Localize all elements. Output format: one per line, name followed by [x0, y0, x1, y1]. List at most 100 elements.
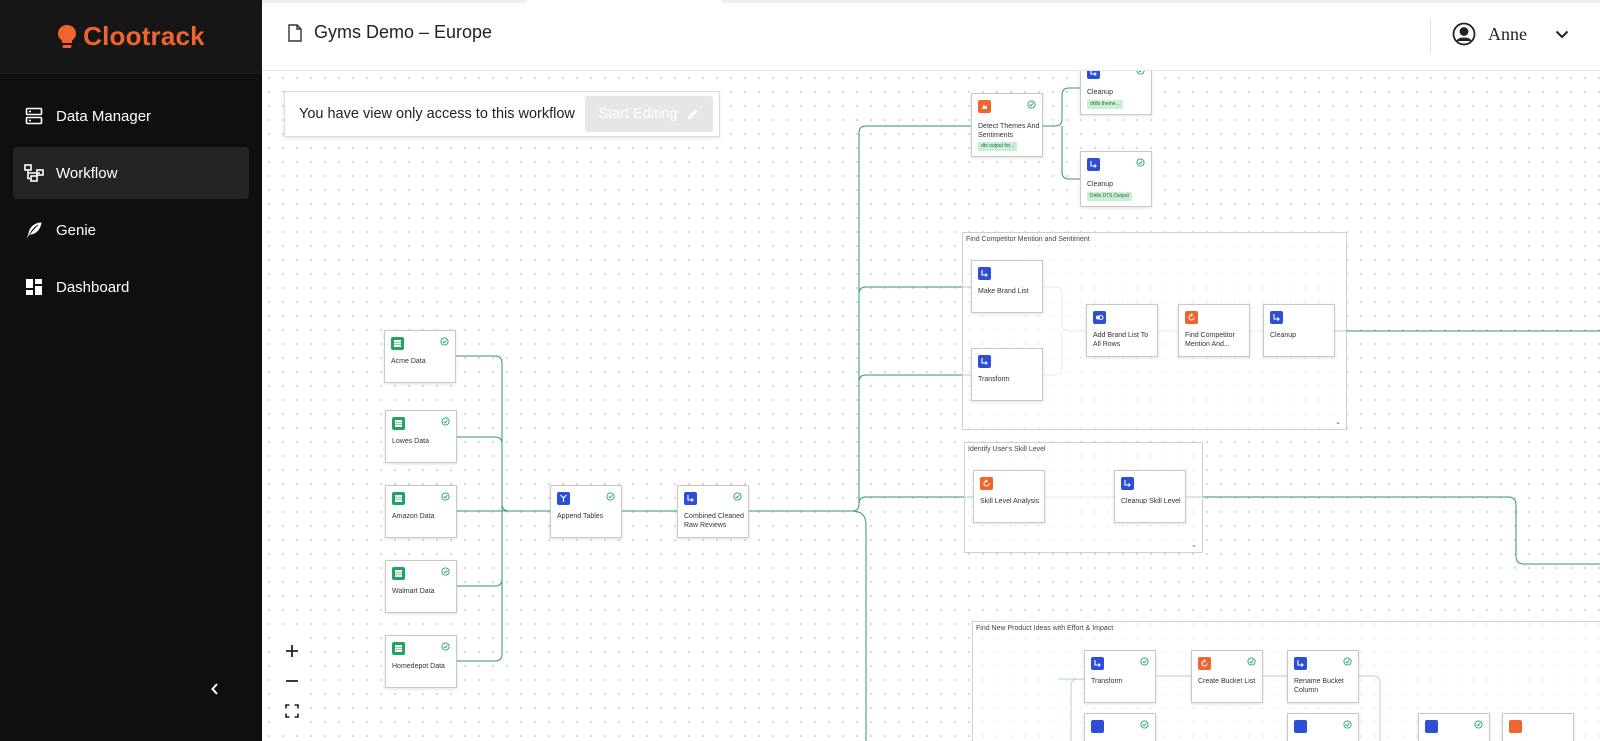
- transform-icon: [1091, 720, 1104, 733]
- toggle-icon: [1093, 311, 1106, 324]
- sidebar-nav: Data Manager Workflow: [0, 90, 262, 313]
- zoom-out-button[interactable]: [277, 666, 307, 696]
- node-label: Transform: [1091, 678, 1123, 685]
- check-circle-icon: [1247, 657, 1256, 666]
- check-circle-icon: [441, 492, 450, 501]
- feather-icon: [24, 220, 44, 240]
- node-cleanup-skill-level[interactable]: Cleanup Skill Level: [1114, 470, 1186, 523]
- node-partial[interactable]: [1418, 713, 1490, 741]
- node-cleanup-dts[interactable]: Cleanup Drills DTS Output: [1080, 151, 1152, 207]
- chevron-down-icon[interactable]: ⌄: [1335, 419, 1341, 426]
- chevron-down-icon[interactable]: ⌄: [1191, 542, 1197, 549]
- check-circle-icon: [441, 417, 450, 426]
- lightbulb-icon: [58, 24, 77, 48]
- node-label: Transform: [978, 376, 1010, 383]
- check-circle-icon: [1140, 657, 1149, 666]
- top-header: Gyms Demo – Europe Anne: [262, 0, 1600, 71]
- merge-icon: [557, 492, 570, 505]
- dashboard-icon: [24, 277, 44, 297]
- workflow-icon: [24, 163, 44, 183]
- node-rename-bucket-column[interactable]: Rename Bucket Column: [1287, 650, 1359, 703]
- loop-icon: [1185, 311, 1198, 324]
- node-label: Rename Bucket Column: [1294, 678, 1344, 694]
- sidebar-item-label: Dashboard: [56, 278, 130, 296]
- header-divider: [1430, 18, 1431, 54]
- node-skill-level-analysis[interactable]: Skill Level Analysis: [973, 470, 1045, 523]
- collapse-sidebar-button[interactable]: [204, 678, 226, 700]
- node-partial[interactable]: [1502, 713, 1574, 741]
- node-make-brand-list[interactable]: Make Brand List: [971, 260, 1043, 313]
- database-icon: [392, 567, 405, 580]
- node-walmart-data[interactable]: Walmart Data: [385, 560, 457, 613]
- node-combined-cleaned-raw-reviews[interactable]: Combined Cleaned Raw Reviews: [677, 485, 749, 538]
- output-tag: drills theme...: [1087, 100, 1123, 109]
- node-label: Combined Cleaned Raw Reviews: [684, 513, 744, 529]
- start-editing-button[interactable]: Start Editing: [584, 96, 713, 132]
- sidebar-item-genie[interactable]: Genie: [13, 204, 249, 256]
- check-circle-icon: [441, 567, 450, 576]
- node-label: Amazon Data: [392, 513, 435, 520]
- transform-icon: [978, 355, 991, 368]
- check-circle-icon: [441, 642, 450, 651]
- sidebar-item-dashboard[interactable]: Dashboard: [13, 261, 249, 313]
- node-append-tables[interactable]: Append Tables: [550, 485, 622, 538]
- plus-icon: [286, 645, 298, 657]
- workflow-canvas[interactable]: Find Competitor Mention and Sentiment ⌄ …: [262, 71, 1600, 741]
- view-only-banner: You have view only access to this workfl…: [284, 91, 720, 137]
- node-label: Make Brand List: [978, 288, 1029, 295]
- node-cleanup-themes[interactable]: Cleanup drills theme...: [1080, 71, 1152, 115]
- check-circle-icon: [1140, 720, 1149, 729]
- transform-icon: [1121, 477, 1134, 490]
- node-label: Homedepot Data: [392, 663, 445, 670]
- transform-icon: [1425, 720, 1438, 733]
- node-label: Cleanup Skill Level: [1121, 498, 1181, 505]
- sidebar: Clootrack Data Manager: [0, 0, 262, 741]
- node-partial[interactable]: [1287, 713, 1359, 741]
- header-top-gap: [527, 0, 722, 3]
- brand-logo[interactable]: Clootrack: [0, 0, 262, 74]
- sidebar-item-label: Workflow: [56, 164, 118, 182]
- node-label: Walmart Data: [392, 588, 435, 595]
- transform-icon: [1294, 720, 1307, 733]
- group-find-new-product-ideas[interactable]: Find New Product Ideas with Effort & Imp…: [972, 621, 1600, 741]
- node-detect-themes[interactable]: Detect Themes And Sentiments dts output …: [971, 93, 1043, 157]
- output-tag: dts output for...: [978, 142, 1018, 151]
- database-icon: [392, 642, 405, 655]
- check-circle-icon: [1136, 71, 1145, 75]
- zoom-in-button[interactable]: [277, 636, 307, 666]
- node-add-brand-list[interactable]: Add Brand List To All Rows: [1086, 304, 1158, 357]
- node-label: Acme Data: [391, 358, 426, 365]
- node-homedepot-data[interactable]: Homedepot Data: [385, 635, 457, 688]
- group-title: Find New Product Ideas with Effort & Imp…: [976, 625, 1114, 632]
- brand-name: Clootrack: [83, 21, 205, 51]
- data-manager-icon: [24, 106, 44, 126]
- zoom-controls: [277, 636, 307, 726]
- node-label: Cleanup: [1087, 181, 1114, 188]
- user-name: Anne: [1488, 23, 1527, 44]
- user-menu[interactable]: Anne: [1452, 22, 1569, 46]
- node-find-competitor-mention[interactable]: Find Competitor Mention And...: [1178, 304, 1250, 357]
- fit-view-button[interactable]: [277, 696, 307, 726]
- node-label: Create Bucket List: [1198, 678, 1256, 685]
- header-top-line: [262, 0, 1600, 3]
- fullscreen-icon: [285, 704, 299, 718]
- transform-icon: [684, 492, 697, 505]
- sidebar-item-workflow[interactable]: Workflow: [13, 147, 249, 199]
- sidebar-item-data-manager[interactable]: Data Manager: [13, 90, 249, 142]
- node-acme-data[interactable]: Acme Data: [384, 330, 456, 383]
- node-amazon-data[interactable]: Amazon Data: [385, 485, 457, 538]
- node-create-bucket-list[interactable]: Create Bucket List: [1191, 650, 1263, 703]
- transform-icon: [1091, 657, 1104, 670]
- node-transform-competitor[interactable]: Transform: [971, 348, 1043, 401]
- loop-icon: [1509, 720, 1522, 733]
- page-title: Gyms Demo – Europe: [314, 22, 493, 42]
- node-cleanup-competitor[interactable]: Cleanup: [1263, 304, 1335, 357]
- node-transform-product[interactable]: Transform: [1084, 650, 1156, 703]
- transform-icon: [1294, 657, 1307, 670]
- chevron-left-icon: [211, 683, 218, 695]
- node-label: Add Brand List To All Rows: [1093, 332, 1149, 348]
- output-tag: Drills DTS Output: [1087, 192, 1132, 201]
- node-partial[interactable]: [1084, 713, 1156, 741]
- node-lowes-data[interactable]: Lowes Data: [385, 410, 457, 463]
- node-label: Cleanup: [1087, 89, 1114, 96]
